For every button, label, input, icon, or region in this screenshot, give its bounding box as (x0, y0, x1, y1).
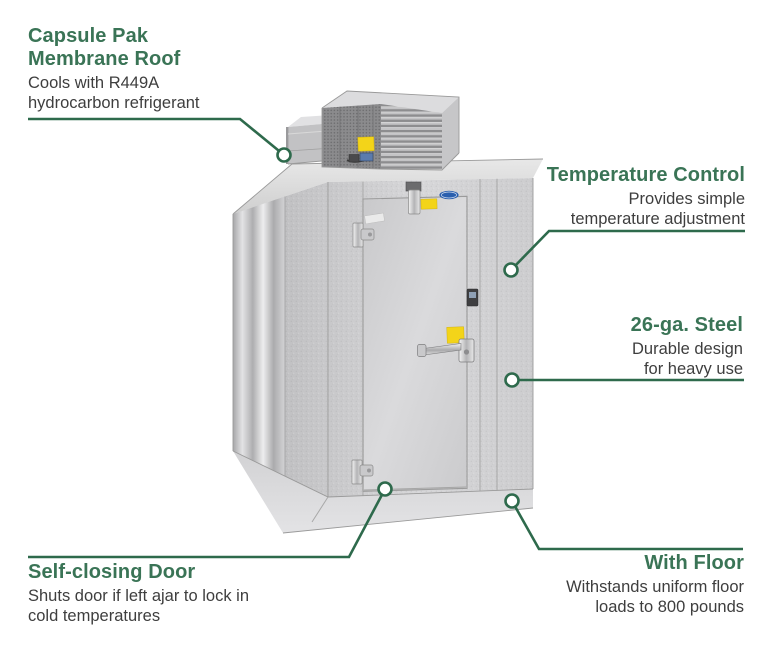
callout-self-closing-door: Self-closing Door Shuts door if left aja… (28, 561, 249, 627)
callout-marker-steel (504, 372, 520, 388)
condenser-warning-sticker (357, 136, 375, 152)
callout-lines (28, 117, 745, 559)
door-top-sticker (420, 198, 438, 210)
callout-marker-temperature-control (503, 262, 519, 278)
callout-title: Capsule Pak Membrane Roof (28, 25, 181, 70)
door-closer (405, 181, 422, 215)
condenser-unit (286, 90, 460, 171)
callout-title: Self-closing Door (28, 561, 196, 583)
door-hinge-bottom (351, 459, 374, 485)
callout-description: Withstands uniform floor loads to 800 po… (566, 578, 744, 616)
left-corner-trim (233, 196, 285, 476)
callout-26-ga-steel: 26-ga. Steel Durable design for heavy us… (631, 314, 743, 380)
door-frame-label (364, 212, 385, 225)
condenser-wiring (346, 152, 374, 163)
callout-description: Durable design for heavy use (632, 340, 743, 378)
callout-description: Shuts door if left ajar to lock in cold … (28, 587, 250, 625)
callout-title: With Floor (644, 552, 744, 574)
callout-temperature-control: Temperature Control Provides simple temp… (547, 164, 745, 230)
callout-marker-self-closing-door (377, 481, 393, 497)
door-handle (417, 338, 475, 363)
cooler-roof (233, 159, 543, 214)
callout-line-capsule-pak (28, 117, 285, 157)
callout-line-temperature-control (510, 229, 745, 271)
callout-line-with-floor (510, 500, 743, 551)
callout-title: Temperature Control (546, 164, 745, 186)
cooler-door (362, 195, 468, 492)
callout-description: Cools with R449A hydrocarbon refrigerant (28, 74, 200, 112)
callout-capsule-pak-membrane-roof: Capsule Pak Membrane Roof Cools with R44… (28, 25, 200, 114)
cooler-body (232, 158, 544, 534)
condenser-right-cap (442, 97, 459, 170)
callout-line-self-closing-door (28, 488, 387, 559)
door-hinge-top (352, 222, 375, 248)
norlake-logo-ring (441, 191, 457, 199)
callout-with-floor: With Floor Withstands uniform floor load… (566, 552, 744, 618)
callout-marker-capsule-pak (276, 147, 292, 163)
callout-marker-with-floor (504, 493, 520, 509)
door-lock-device (466, 288, 479, 307)
callout-description: Provides simple temperature adjustment (570, 190, 745, 228)
callout-title: 26-ga. Steel (630, 314, 743, 336)
condenser-louvered-grille (381, 104, 442, 170)
cooler-base (233, 451, 533, 533)
